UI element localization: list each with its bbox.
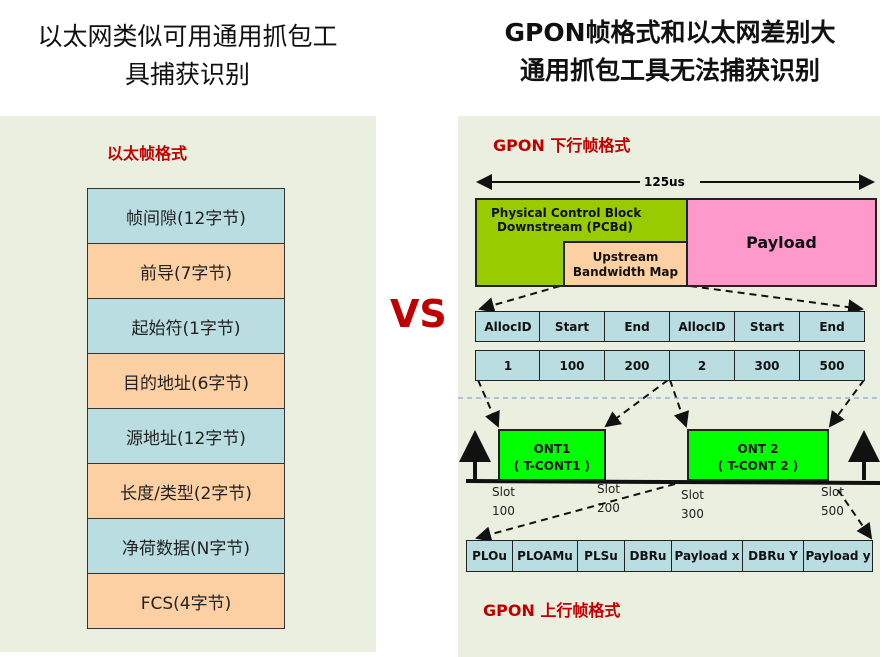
bwmap-header: AllocID [669,311,735,342]
bwmap-value: 500 [799,350,865,381]
bwmap-header: AllocID [475,311,541,342]
upstream-field: Payload x [671,540,743,572]
upstream-field: PLOu [466,540,513,572]
slot-text: Slot [821,485,844,499]
ethernet-field: 帧间隙(12字节) [87,188,285,244]
downstream-label: GPON 下行帧格式 [493,136,631,155]
upstream-field: DBRu [624,540,672,572]
right-title-line1: GPON帧格式和以太网差别大 [504,18,836,47]
slot-value: 100 [492,504,515,518]
dashed-arrow [478,285,561,313]
slot-value: 200 [597,501,620,515]
ethernet-field: 目的地址(6字节) [87,353,285,409]
slot-label: Slot 200 [597,480,620,518]
bwmap-header: Start [539,311,605,342]
dashed-arrow [828,379,865,428]
right-title: GPON帧格式和以太网差别大通用抓包工具无法捕获识别 [460,16,880,88]
bwmap-header: End [604,311,670,342]
dashed-arrow [604,379,669,428]
bwmap-value: 200 [604,350,670,381]
tcont2-label: ( T-CONT 2 ) [717,459,799,473]
bwmap-header: End [799,311,865,342]
slot-label: Slot 500 [821,483,844,521]
duration-label: 125us [642,175,687,189]
bwmap-line1: Upstream [592,250,659,264]
ont2-label: ONT 2 [737,442,779,456]
ethernet-field: 源地址(12字节) [87,408,285,464]
payload-block: Payload [686,198,877,287]
timeline-baseline [465,479,881,485]
ethernet-field: 前导(7字节) [87,243,285,299]
slot-text: Slot [681,488,704,502]
ont1-label: ONT1 [533,442,571,456]
slot-text: Slot [597,482,620,496]
ethernet-field: FCS(4字节) [87,573,285,629]
bwmap-line2: Bandwidth Map [572,265,679,279]
dashed-arrow [837,489,873,540]
dashed-arrow [689,285,864,316]
slot-value: 300 [681,507,704,521]
upstream-label: GPON 上行帧格式 [483,601,621,620]
bwmap-value: 300 [734,350,800,381]
bwmap-value: 100 [539,350,605,381]
ont1-burst: ONT1 ( T-CONT1 ) [498,429,606,481]
left-title: 以太网类似可用通用抓包工具捕获识别 [0,20,375,92]
vs-label: VS [390,292,447,336]
slot-text: Slot [492,485,515,499]
ethernet-field: 净荷数据(N字节) [87,518,285,574]
dashed-arrow [477,379,500,428]
slot-value: 500 [821,504,844,518]
tcont1-label: ( T-CONT1 ) [513,459,591,473]
right-title-line2: 通用抓包工具无法捕获识别 [519,56,820,85]
slot-label: Slot 300 [681,486,704,524]
ont2-burst: ONT 2 ( T-CONT 2 ) [687,429,829,481]
dashed-arrow [475,483,676,543]
bwmap-value: 1 [475,350,541,381]
upstream-field: DBRu Y [742,540,804,572]
ethernet-section-label: 以太帧格式 [107,144,188,163]
upstream-field: PLSu [577,540,625,572]
dashed-arrow [669,379,689,428]
bwmap-value: 2 [669,350,735,381]
pcbd-line2: Downstream (PCBd) [497,220,633,234]
bwmap-header: Start [734,311,800,342]
left-title-line2: 具捕获识别 [124,60,250,89]
left-title-line1: 以太网类似可用通用抓包工 [37,22,338,51]
upstream-field: PLOAMu [512,540,578,572]
pcbd-line1: Physical Control Block [491,206,642,220]
upstream-field: Payload y [803,540,873,572]
ethernet-field: 起始符(1字节) [87,298,285,354]
slot-label: Slot 100 [492,483,515,521]
